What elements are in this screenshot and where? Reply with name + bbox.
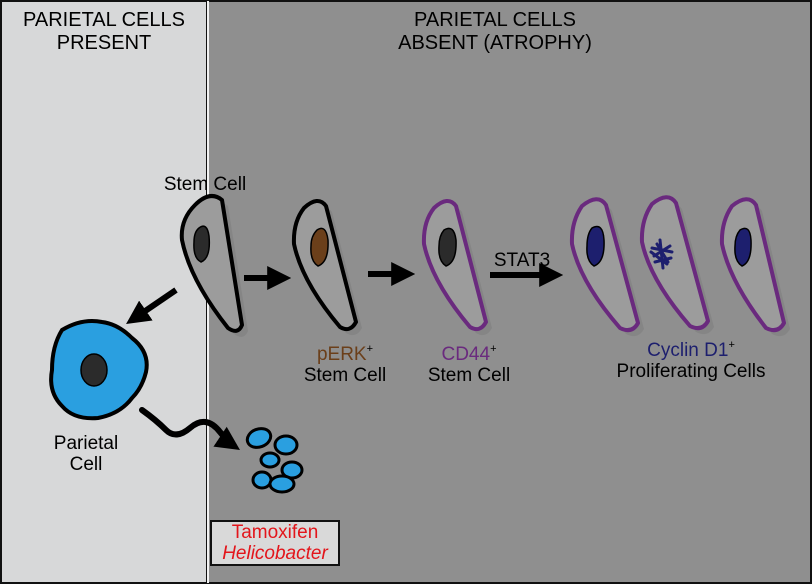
cyclin-sup: + [728,339,735,351]
perk-label: pERK+ Stem Cell [280,339,410,386]
proliferating-cell-3 [719,197,790,337]
cd44-label-line2: Stem Cell [427,365,511,386]
right-title-line1: PARIETAL CELLS [414,9,576,31]
left-panel-title: PARIETAL CELLS PRESENT [4,9,204,55]
proliferating-cell-1 [569,197,644,337]
parietal-cell [49,319,149,421]
right-title-line2: ABSENT (ATROPHY) [398,32,592,54]
perk-label-line2: Stem Cell [303,365,387,386]
cell-fragments [245,427,304,494]
perk-sup: + [366,343,374,355]
cyclin-label-line2: Proliferating Cells [616,361,766,382]
cd44-marker: CD44 [441,344,491,365]
right-panel [207,0,812,584]
stem-cell [179,194,248,337]
mitotic-chromosomes [649,238,674,270]
parietal-label-line2: Cell [69,454,103,475]
cyclin-nucleus-1 [586,225,605,267]
arrow-parietal-to-fragments [139,407,240,450]
perk-stem-cell [291,199,362,336]
stat3-label: STAT3 [493,250,551,271]
cyclin-nucleus-3 [734,227,752,267]
arrow-stem-to-parietal [126,287,178,325]
stem-cell-nucleus [193,225,211,263]
left-title-line1: PARIETAL CELLS [23,9,185,31]
parietal-cell-label: Parietal Cell [36,433,136,475]
cyclin-marker: Cyclin D1 [647,340,729,361]
perk-nucleus [310,227,329,267]
cyclin-label: Cyclin D1+ Proliferating Cells [596,335,786,382]
tamoxifen-box [210,520,340,566]
parietal-label-line1: Parietal [53,433,119,454]
left-title-line2: PRESENT [56,32,152,54]
parietal-nucleus [80,353,108,387]
cd44-stem-cell [421,199,492,336]
tamoxifen-box-text: Tamoxifen Helicobacter [210,522,340,564]
cd44-label: CD44+ Stem Cell [404,339,534,386]
proliferating-cell-2 [639,195,714,335]
helicobacter-text: Helicobacter [222,543,328,564]
right-panel-title: PARIETAL CELLS ABSENT (ATROPHY) [340,9,650,55]
tamoxifen-text: Tamoxifen [231,522,319,543]
cd44-sup: + [490,343,497,355]
perk-marker: pERK [316,344,367,365]
cd44-nucleus [438,227,457,267]
stem-cell-label: Stem Cell [163,174,247,195]
